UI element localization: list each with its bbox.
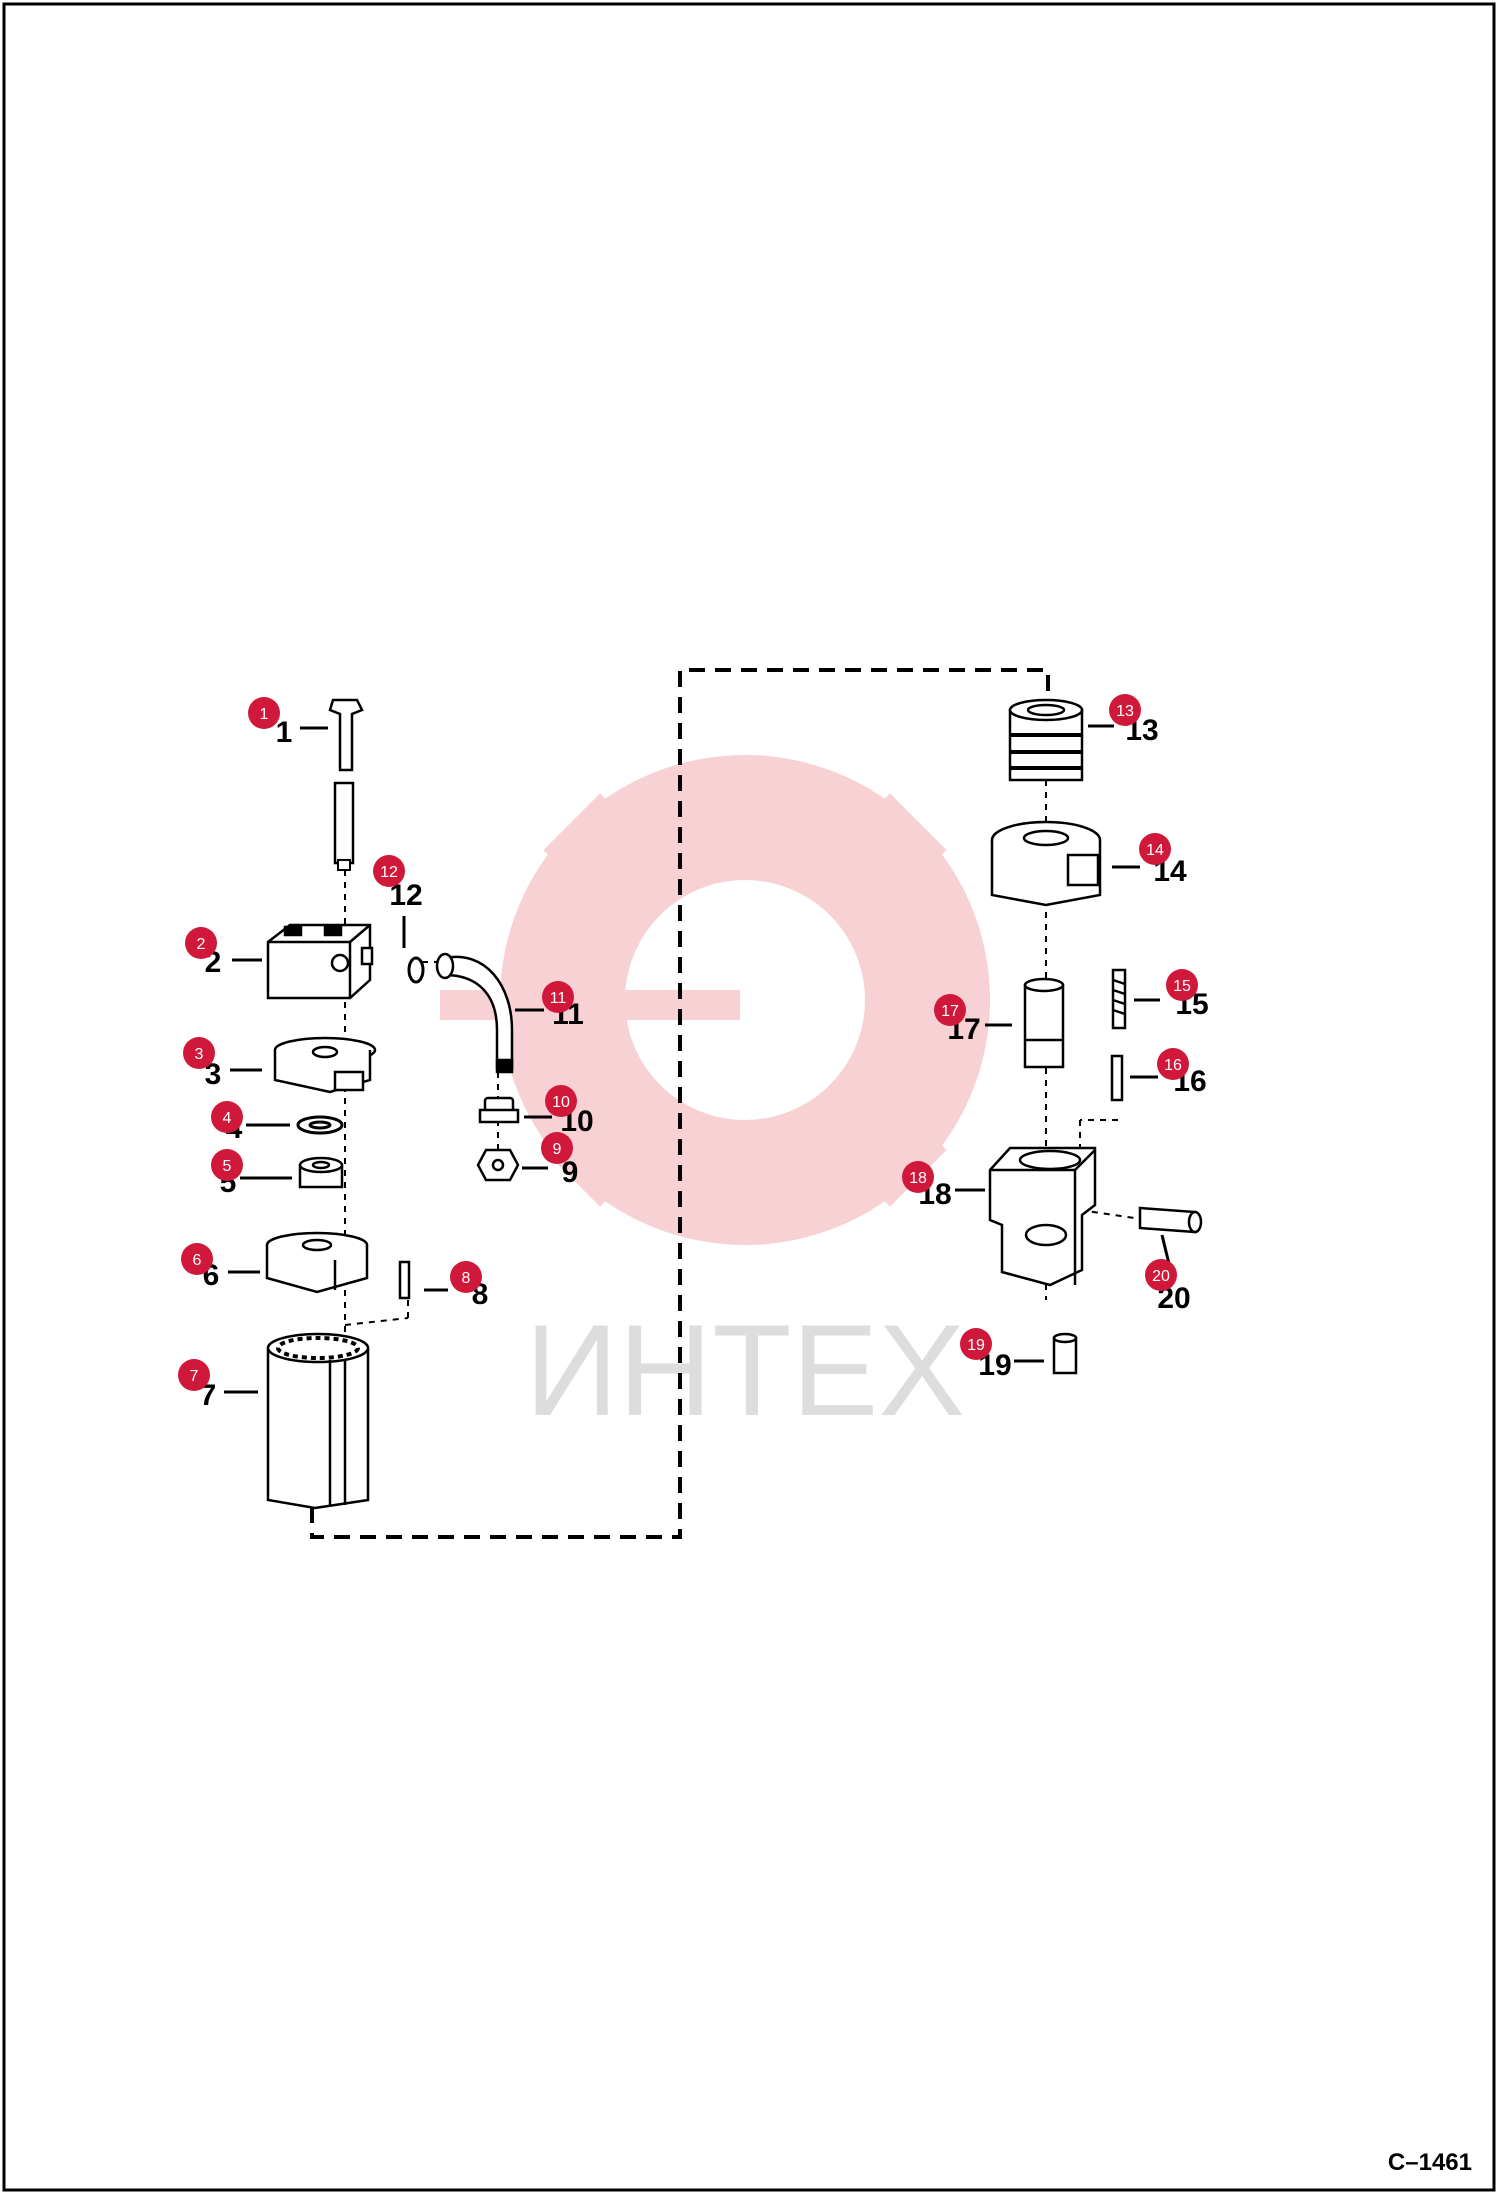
callout-label-2: 2 — [197, 936, 206, 953]
callout-label-12: 12 — [380, 864, 398, 881]
part-1-bolt — [328, 698, 364, 871]
part-5-bushing — [298, 1156, 344, 1189]
part-13-spool — [1008, 698, 1084, 782]
callout-11[interactable]: 11 — [542, 981, 574, 1013]
callout-1[interactable]: 1 — [248, 697, 280, 729]
callout-9[interactable]: 9 — [541, 1132, 573, 1164]
part-11-tube — [435, 952, 514, 1074]
part-7-housing — [266, 1332, 370, 1510]
part-16-pin — [1110, 1054, 1124, 1102]
watermark: ИНТЕХ — [440, 755, 990, 1443]
callout-label-3: 3 — [195, 1046, 204, 1063]
part-number-1: 1 — [276, 716, 293, 749]
drawing-code: C–1461 — [1388, 2149, 1472, 2176]
callout-label-9: 9 — [553, 1141, 562, 1158]
callout-17[interactable]: 17 — [934, 994, 966, 1026]
callout-label-11: 11 — [550, 990, 567, 1007]
callout-label-6: 6 — [193, 1252, 202, 1269]
part-12-o-ring — [407, 956, 425, 984]
callout-label-15: 15 — [1173, 978, 1191, 995]
callout-20[interactable]: 20 — [1145, 1259, 1177, 1291]
callout-10[interactable]: 10 — [545, 1085, 577, 1117]
callout-label-18: 18 — [909, 1170, 927, 1187]
callout-label-8: 8 — [462, 1270, 471, 1287]
callout-19[interactable]: 19 — [960, 1328, 992, 1360]
callout-label-17: 17 — [941, 1003, 959, 1020]
callout-4[interactable]: 4 — [211, 1101, 243, 1133]
callout-15[interactable]: 15 — [1166, 969, 1198, 1001]
callout-14[interactable]: 14 — [1139, 833, 1171, 865]
part-19-plug — [1052, 1332, 1078, 1375]
callout-label-14: 14 — [1146, 842, 1164, 859]
part-18-body — [988, 1146, 1097, 1287]
callout-label-20: 20 — [1152, 1268, 1170, 1285]
callout-label-19: 19 — [967, 1337, 985, 1354]
part-6-gear-plate — [265, 1231, 369, 1294]
callout-8[interactable]: 8 — [450, 1261, 482, 1293]
watermark-text: ИНТЕХ — [525, 1297, 965, 1443]
part-number-9: 9 — [562, 1156, 579, 1189]
callout-label-16: 16 — [1164, 1057, 1182, 1074]
part-14-cap — [990, 820, 1102, 907]
callout-12[interactable]: 12 — [373, 855, 405, 887]
part-3-cap — [273, 1036, 377, 1094]
part-10-fitting — [478, 1096, 520, 1124]
callout-label-7: 7 — [190, 1368, 199, 1385]
part-15-spring — [1111, 968, 1127, 1030]
callout-13[interactable]: 13 — [1109, 694, 1141, 726]
part-17-sleeve — [1023, 977, 1065, 1069]
assembly-connector-line — [310, 668, 1050, 1539]
callout-18[interactable]: 18 — [902, 1161, 934, 1193]
callout-16[interactable]: 16 — [1157, 1048, 1189, 1080]
callout-2[interactable]: 2 — [185, 927, 217, 959]
callout-label-1: 1 — [260, 706, 269, 723]
callout-label-5: 5 — [223, 1158, 232, 1175]
part-20-pin — [1138, 1206, 1203, 1234]
callout-6[interactable]: 6 — [181, 1243, 213, 1275]
callouts: 1 2 3 4 5 6 7 8 9 10 11 12 13 14 15 16 1… — [178, 694, 1198, 1391]
callout-label-10: 10 — [552, 1094, 570, 1111]
callout-label-13: 13 — [1116, 703, 1134, 720]
part-number-3: 3 — [205, 1058, 222, 1091]
callout-5[interactable]: 5 — [211, 1149, 243, 1181]
part-4-washer — [296, 1115, 344, 1135]
callout-7[interactable]: 7 — [178, 1359, 210, 1391]
part-9-nut — [476, 1148, 520, 1182]
callout-3[interactable]: 3 — [183, 1037, 215, 1069]
callout-label-4: 4 — [223, 1110, 232, 1127]
part-8-pin — [398, 1260, 411, 1300]
part-2-valve-block — [266, 923, 374, 1000]
